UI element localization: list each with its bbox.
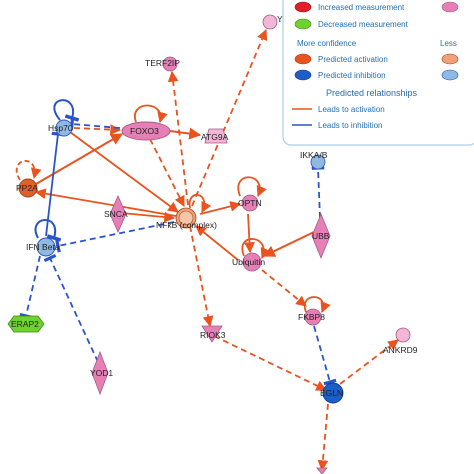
edge-egln-bottom [317, 403, 329, 472]
loop-ubiquitin [241, 238, 271, 259]
loop-pp2a [15, 160, 42, 181]
loop-optn [237, 176, 267, 197]
node-label-riok3: RIOK3 [200, 330, 226, 340]
edge-nfkb-riok3 [189, 225, 214, 328]
edge-ubb-ikkab [311, 166, 325, 219]
loop-hsp70 [53, 99, 80, 122]
node-hsp70[interactable]: Hsp70 [48, 119, 73, 137]
node-label-atg9a: ATG9A [201, 132, 229, 142]
node-label-erap2: ERAP2 [11, 319, 39, 329]
edge-fkbp8-egln [313, 325, 337, 386]
edge-nfkb-ypel3 [191, 29, 268, 207]
node-label-terf2ip: TERF2IP [145, 58, 180, 68]
node-label-ubb: UBB [312, 231, 330, 241]
node-ikkab[interactable]: IKKA/B [300, 150, 328, 170]
edge-ifnbeta-hsp70 [45, 131, 65, 237]
node-label-egln: EGLN [320, 388, 343, 398]
edge-ubb-ubiquitin [262, 231, 315, 257]
node-label-ifnbeta: IFN Beta [26, 242, 60, 252]
node-label-foxo3: FOXO3 [130, 126, 159, 136]
loop-nfkb [188, 193, 212, 213]
edge-nfkb-pp2a [34, 188, 177, 217]
legend-increased-label: Increased measurement [318, 3, 405, 12]
node-snca[interactable]: SNCA [104, 195, 128, 233]
node-label-optn: OPTN [238, 198, 262, 208]
edge-egln-ankrd9 [339, 339, 399, 385]
node-egln[interactable]: EGLN [320, 382, 344, 404]
edge-hsp70-foxo3 [73, 124, 122, 135]
node-label-hsp70: Hsp70 [48, 123, 73, 133]
node-foxo3[interactable]: FOXO3 [121, 121, 171, 141]
node-ifnbeta[interactable]: IFN Beta [26, 237, 60, 257]
node-bottom-partial [316, 467, 328, 474]
edge-nfkb-terf2ip [167, 70, 189, 206]
legend-leads-inhibition: Leads to inhibition [318, 121, 383, 130]
edge-ubiquitin-nfkb [195, 225, 239, 261]
edge-yod1-ifnbeta [43, 253, 99, 363]
edges [15, 29, 399, 472]
edge-foxo3-hsp70 [69, 117, 121, 131]
edge-optn-ubiquitin [244, 213, 255, 254]
node-pp2a[interactable]: PP2A [16, 178, 38, 198]
node-label-snca: SNCA [104, 209, 128, 219]
node-nfkb[interactable]: NFkB (complex) [156, 207, 217, 230]
legend: Increased measurement Decreased measurem… [282, 0, 474, 146]
edge-riok3-egln [213, 335, 327, 391]
legend-leads-activation: Leads to activation [318, 105, 385, 114]
node-label-pp2a: PP2A [16, 183, 38, 193]
legend-activation-less-swatch [441, 53, 459, 65]
node-label-ikkab: IKKA/B [300, 150, 328, 160]
legend-decreased-swatch [294, 18, 312, 30]
legend-activation-swatch [294, 53, 312, 65]
legend-decreased-label: Decreased measurement [318, 20, 409, 29]
legend-less: Less [440, 39, 457, 48]
node-fkbp8[interactable]: FKBP8 [298, 308, 325, 326]
edge-foxo3-nfkb [149, 138, 185, 207]
node-riok3[interactable]: RIOK3 [200, 325, 226, 343]
legend-inhibition-swatch [294, 69, 312, 81]
edge-ifnbeta-erap2 [19, 255, 41, 319]
node-label-nfkb: NFkB (complex) [156, 220, 217, 230]
loop-fkbp8 [303, 296, 331, 314]
legend-inhibition-less-swatch [441, 69, 459, 81]
legend-increased-swatch [294, 1, 312, 13]
node-optn[interactable]: OPTN [238, 194, 262, 212]
edge-snca-nfkb [121, 211, 176, 223]
legend-more-confidence: More confidence [297, 39, 357, 48]
node-ubiquitin[interactable]: Ubiquitin [232, 252, 265, 272]
legend-box [282, 0, 474, 146]
edge-hsp70-nfkb [69, 131, 179, 213]
legend-inhibition-label: Predicted inhibition [318, 71, 386, 80]
node-label-yod1: YOD1 [90, 368, 113, 378]
legend-predicted-relationships: Predicted relationships [326, 88, 418, 98]
node-atg9a[interactable]: ATG9A [201, 128, 229, 144]
legend-activation-label: Predicted activation [318, 55, 388, 64]
edge-nfkb-optn [199, 201, 242, 215]
edge-foxo3-atg9a [169, 127, 202, 140]
node-ubb[interactable]: UBB [311, 212, 331, 260]
node-yod1[interactable]: YOD1 [90, 350, 113, 396]
loop-foxo3 [134, 104, 168, 124]
edge-pp2a-foxo3 [35, 133, 124, 185]
node-label-ankrd9: ANKRD9 [383, 345, 418, 355]
node-terf2ip[interactable]: TERF2IP [145, 56, 180, 72]
node-label-ubiquitin: Ubiquitin [232, 257, 265, 267]
node-ankrd9[interactable]: ANKRD9 [383, 327, 418, 355]
node-label-fkbp8: FKBP8 [298, 312, 325, 322]
node-erap2[interactable]: ERAP2 [7, 315, 45, 333]
edge-ubiquitin-fkbp8 [261, 269, 307, 307]
legend-increased-less-swatch [441, 1, 459, 13]
loop-ifnbeta [34, 219, 62, 242]
